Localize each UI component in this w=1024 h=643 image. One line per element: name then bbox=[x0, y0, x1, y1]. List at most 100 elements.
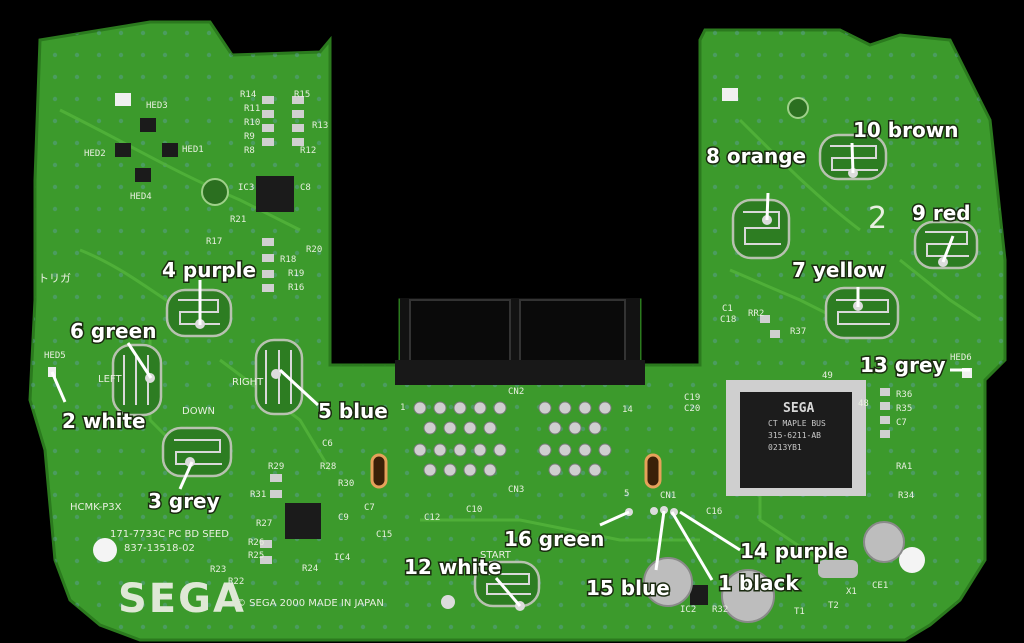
silk-r36: R36 bbox=[896, 390, 912, 400]
silk-r12: R12 bbox=[300, 146, 316, 156]
silk-toriga: トリガ bbox=[38, 272, 71, 285]
connector-block bbox=[395, 298, 645, 385]
capacitors bbox=[643, 521, 905, 623]
oval-slots bbox=[370, 453, 662, 489]
silk-r10: R10 bbox=[244, 118, 260, 128]
silk-r34: R34 bbox=[898, 491, 914, 501]
silk-two: 2 bbox=[868, 201, 887, 236]
silk-c20: C20 bbox=[684, 404, 700, 414]
silk-c10: C10 bbox=[466, 505, 482, 515]
silk-c7-right: C7 bbox=[896, 418, 907, 428]
chip-line-1: CT MAPLE BUS bbox=[768, 419, 826, 428]
silkscreen-layer: HED3 HED2 HED1 HED4 HED5 HED6 R14 R11 R1… bbox=[38, 90, 972, 622]
silk-r17: R17 bbox=[206, 237, 222, 247]
silk-pin1: 1 bbox=[400, 403, 405, 413]
silk-r13: R13 bbox=[312, 121, 328, 131]
silk-c19: C19 bbox=[684, 393, 700, 403]
label-9-red: 9 red bbox=[912, 201, 971, 225]
silk-r37: R37 bbox=[790, 327, 806, 337]
silk-r8: R8 bbox=[244, 146, 255, 156]
silk-r23: R23 bbox=[210, 565, 226, 575]
silk-ra1: RA1 bbox=[896, 462, 912, 472]
silk-ic4: IC4 bbox=[334, 553, 350, 563]
label-7-yellow: 7 yellow bbox=[792, 258, 885, 282]
silk-r20: R20 bbox=[306, 245, 322, 255]
silk-cn2: CN2 bbox=[508, 387, 524, 397]
label-13-grey: 13 grey bbox=[860, 353, 946, 377]
silk-c7: C7 bbox=[364, 503, 375, 513]
silk-down: DOWN bbox=[182, 406, 215, 417]
maple-bus-chip bbox=[726, 380, 866, 496]
silk-hed4: HED4 bbox=[130, 192, 152, 202]
label-12-white: 12 white bbox=[404, 555, 502, 579]
label-14-purple: 14 purple bbox=[740, 539, 848, 563]
wire-labels: 10 brown 8 orange 9 red 7 yellow 4 purpl… bbox=[61, 117, 973, 602]
silk-copyright: © SEGA 2000 MADE IN JAPAN bbox=[236, 598, 384, 609]
silk-part2: 837-13518-02 bbox=[124, 543, 195, 554]
silk-pin48: 48 bbox=[858, 399, 869, 409]
silk-r21: R21 bbox=[230, 215, 246, 225]
silk-part1: 171-7733C PC BD SEED bbox=[110, 529, 229, 540]
silk-c6: C6 bbox=[322, 439, 333, 449]
silk-hed1: HED1 bbox=[182, 145, 204, 155]
silk-ce1: CE1 bbox=[872, 581, 888, 591]
silk-t2: T2 bbox=[828, 601, 839, 611]
chip-maker: SEGA bbox=[783, 401, 814, 416]
silk-pin14: 14 bbox=[622, 405, 633, 415]
silk-ic3: IC3 bbox=[238, 183, 254, 193]
silk-right: RIGHT bbox=[232, 377, 264, 388]
silk-c16: C16 bbox=[706, 507, 722, 517]
silk-hcmk: HCMK-P3X bbox=[70, 502, 122, 513]
silk-start: START bbox=[480, 550, 512, 561]
silk-c9: C9 bbox=[338, 513, 349, 523]
silk-r24: R24 bbox=[302, 564, 318, 574]
silk-hed3: HED3 bbox=[146, 101, 168, 111]
silk-ic2: IC2 bbox=[680, 605, 696, 615]
label-15-blue: 15 blue bbox=[586, 576, 670, 600]
silk-hed5: HED5 bbox=[44, 351, 66, 361]
chip-line-3: 0213YB1 bbox=[768, 443, 802, 452]
silk-r22: R22 bbox=[228, 577, 244, 587]
ic-chips bbox=[115, 118, 708, 605]
silk-r30: R30 bbox=[338, 479, 354, 489]
silk-r18: R18 bbox=[280, 255, 296, 265]
chip-line-2: 315-6211-AB bbox=[768, 431, 821, 440]
silk-r16: R16 bbox=[288, 283, 304, 293]
silk-hed2: HED2 bbox=[84, 149, 106, 159]
label-4-purple: 4 purple bbox=[162, 258, 256, 282]
silk-c12: C12 bbox=[424, 513, 440, 523]
silk-x1: X1 bbox=[846, 587, 857, 597]
silk-r31: R31 bbox=[250, 490, 266, 500]
resistor-pads bbox=[260, 96, 890, 564]
silk-r29: R29 bbox=[268, 462, 284, 472]
silk-r19: R19 bbox=[288, 269, 304, 279]
silk-pin5: 5 bbox=[624, 489, 629, 499]
label-8-orange: 8 orange bbox=[706, 144, 806, 168]
leader-lines bbox=[50, 142, 970, 607]
label-6-green: 6 green bbox=[70, 319, 156, 343]
silk-r28: R28 bbox=[320, 462, 336, 472]
silk-rr2: RR2 bbox=[748, 309, 764, 319]
sega-logo: SEGA bbox=[118, 576, 246, 622]
silk-r14: R14 bbox=[240, 90, 256, 100]
pad-squiggles bbox=[123, 145, 969, 595]
silk-r9: R9 bbox=[244, 132, 255, 142]
silk-r15: R15 bbox=[294, 90, 310, 100]
silk-cn3: CN3 bbox=[508, 485, 524, 495]
label-5-blue: 5 blue bbox=[318, 399, 388, 423]
silk-t1: T1 bbox=[794, 607, 805, 617]
silk-c8: C8 bbox=[300, 183, 311, 193]
silk-c18: C18 bbox=[720, 315, 736, 325]
silk-r35: R35 bbox=[896, 404, 912, 414]
silk-r27: R27 bbox=[256, 519, 272, 529]
label-10-brown: 10 brown bbox=[853, 118, 958, 142]
label-2-white: 2 white bbox=[62, 409, 146, 433]
silk-r32: R32 bbox=[712, 605, 728, 615]
label-3-grey: 3 grey bbox=[148, 489, 220, 513]
silk-c15: C15 bbox=[376, 530, 392, 540]
label-16-green: 16 green bbox=[504, 527, 604, 551]
silk-r26: R26 bbox=[248, 538, 264, 548]
label-1-black: 1 black bbox=[718, 571, 799, 595]
silk-r25: R25 bbox=[248, 551, 264, 561]
